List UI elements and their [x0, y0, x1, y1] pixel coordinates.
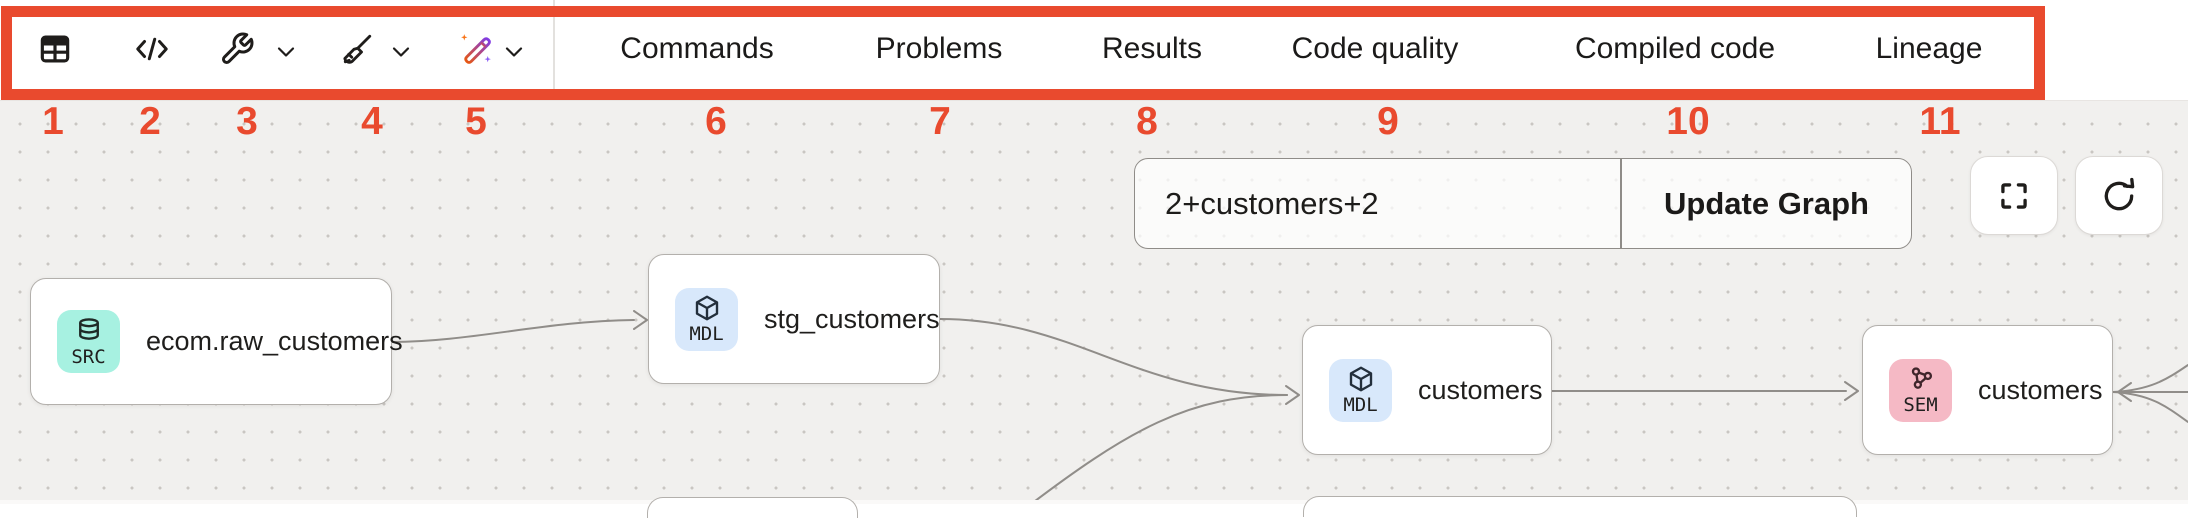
node-label: ecom.raw_customers — [146, 326, 403, 356]
node-customers-model[interactable]: MDL customers — [1302, 325, 1552, 455]
annotation-number: 2 — [139, 100, 161, 143]
model-badge: MDL — [1329, 358, 1392, 422]
model-selector-input[interactable] — [1135, 159, 1620, 248]
annotation-number: 4 — [361, 100, 383, 143]
magic-wand-icon — [461, 34, 491, 64]
fullscreen-icon — [2001, 182, 2027, 209]
node-stg-customers[interactable]: MDL stg_customers — [648, 254, 940, 384]
magic-wand-dropdown[interactable] — [502, 40, 526, 64]
node-label: customers — [1418, 374, 1543, 405]
broom-button[interactable] — [339, 31, 375, 67]
badge-type-label: SRC — [71, 345, 106, 368]
node-ecom-raw-customers[interactable]: SRC ecom.raw_customers — [30, 278, 403, 405]
node-customers-semantic[interactable]: SEM customers — [1862, 325, 2113, 455]
partial-node[interactable] — [1303, 496, 1857, 517]
wrench-dropdown[interactable] — [274, 40, 298, 64]
chevron-down-icon — [277, 47, 295, 57]
broom-dropdown[interactable] — [389, 40, 413, 64]
badge-type-label: MDL — [1343, 394, 1378, 416]
annotation-number: 5 — [465, 100, 487, 143]
badge-type-label: SEM — [1903, 394, 1938, 416]
bottom-clipped-row — [0, 500, 2188, 504]
table-button[interactable] — [36, 30, 74, 68]
annotation-number: 6 — [705, 100, 727, 143]
annotation-number: 10 — [1666, 100, 1710, 143]
tab-compiled-code[interactable]: Compiled code — [1574, 32, 1776, 65]
tab-code-quality[interactable]: Code quality — [1291, 32, 1459, 65]
broom-icon — [343, 34, 372, 64]
code-icon — [136, 37, 168, 61]
node-label: stg_customers — [764, 303, 940, 334]
model-selector-group: Update Graph — [1134, 158, 1912, 249]
annotation-number: 7 — [929, 100, 951, 143]
fullscreen-button[interactable] — [1970, 156, 2058, 235]
annotation-number: 11 — [1919, 100, 1961, 143]
toolbar-divider — [553, 0, 555, 99]
network-icon — [1911, 367, 1932, 389]
tab-lineage[interactable]: Lineage — [1875, 32, 1983, 65]
badge-type-label: MDL — [689, 323, 724, 345]
cube-icon — [1349, 366, 1372, 392]
update-graph-button[interactable]: Update Graph — [1664, 185, 1869, 221]
editor-toolbar: Commands Problems Results Code quality C… — [0, 0, 2188, 101]
annotation-number: 9 — [1377, 100, 1399, 143]
magic-wand-button[interactable] — [457, 30, 495, 68]
tab-results[interactable]: Results — [1101, 32, 1203, 65]
annotation-number: 1 — [42, 100, 64, 143]
code-button[interactable] — [132, 31, 172, 67]
refresh-icon — [2104, 177, 2135, 210]
model-badge: MDL — [675, 287, 738, 351]
selector-divider — [1620, 159, 1622, 248]
source-badge: SRC — [57, 310, 120, 373]
wrench-button[interactable] — [219, 31, 255, 67]
node-label: customers — [1978, 374, 2103, 405]
partial-node[interactable] — [647, 497, 858, 518]
chevron-down-icon — [505, 47, 523, 57]
chevron-down-icon — [392, 47, 410, 57]
annotation-number: 8 — [1136, 100, 1158, 143]
database-icon — [78, 317, 99, 340]
annotation-number: 3 — [236, 100, 258, 143]
table-icon — [40, 35, 70, 63]
refresh-button[interactable] — [2075, 156, 2163, 235]
cube-icon — [695, 295, 718, 321]
tab-problems[interactable]: Problems — [875, 32, 1003, 65]
tab-commands[interactable]: Commands — [620, 32, 774, 65]
semantic-badge: SEM — [1889, 358, 1952, 422]
wrench-icon — [222, 32, 254, 64]
